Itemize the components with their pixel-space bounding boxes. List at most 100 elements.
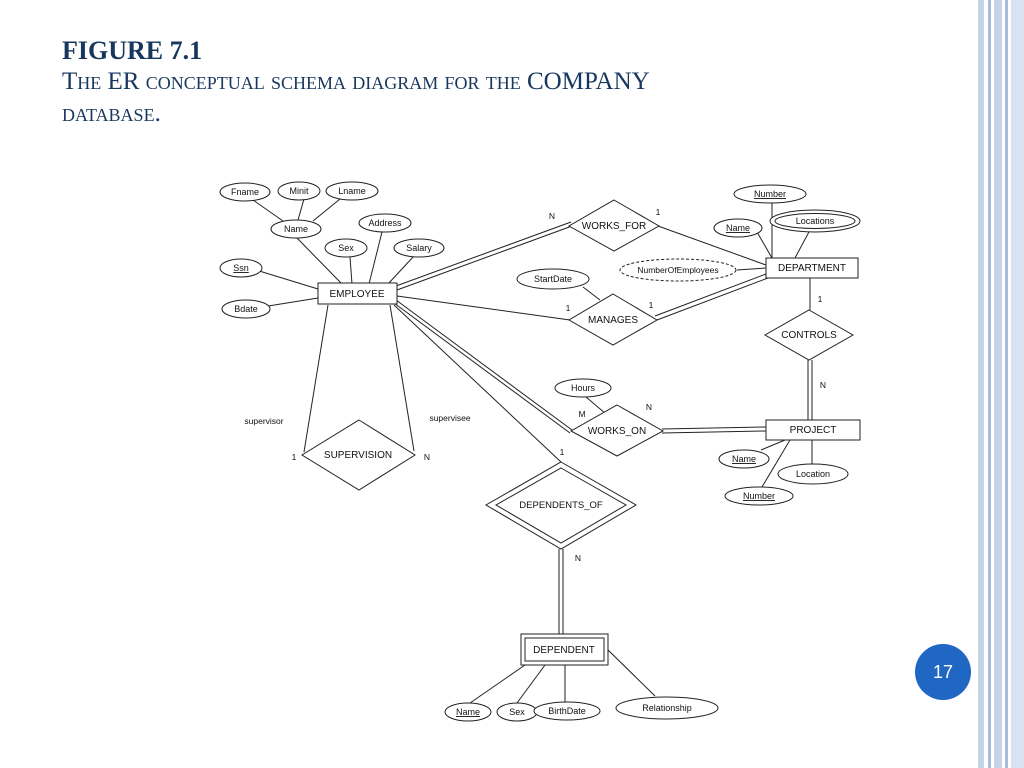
connector-startdate-manages: [582, 286, 601, 301]
page-number-badge: 17: [915, 644, 971, 700]
relationship-works-for-shape: [567, 199, 661, 252]
connector-ssn-employee: [255, 269, 319, 290]
label-name-proj: Name: [732, 454, 756, 464]
label-supervision: SUPERVISION: [324, 450, 392, 461]
label-department: DEPARTMENT: [778, 263, 846, 274]
label-number-proj: Number: [743, 491, 775, 501]
attribute-sex-emp: [324, 238, 368, 258]
connector-works-for-department: [657, 225, 767, 266]
connector-address-employee: [368, 231, 383, 285]
attribute-salary: [393, 238, 445, 258]
connector-number-project: [761, 439, 791, 488]
label-relationship: Relationship: [642, 703, 692, 713]
connector-salary-employee: [387, 255, 415, 285]
right-border-stripe: [978, 0, 984, 768]
label-works-for: WORKS_FOR: [582, 221, 646, 232]
relationship-works-on-shape: [569, 404, 665, 457]
figure-label: FIGURE 7.1: [62, 36, 203, 65]
attribute-lname: [325, 181, 379, 201]
connector-fname-name: [252, 199, 284, 222]
right-border-stripe: [988, 0, 991, 768]
label-salary: Salary: [406, 243, 432, 253]
relationship-dependents-of-inner: [494, 467, 628, 544]
connector-name-department: [756, 231, 773, 259]
attribute-shapes: [219, 181, 861, 722]
caption-line-2: database.: [62, 100, 161, 127]
label-dependents-of: DEPENDENTS_OF: [519, 500, 603, 511]
connector-relationship-dependent: [604, 646, 656, 697]
label-works-on: WORKS_ON: [588, 426, 646, 437]
label-startdate: StartDate: [534, 274, 572, 284]
label-dependent: DEPENDENT: [533, 645, 595, 656]
attribute-minit: [277, 181, 321, 201]
label-location-proj: Location: [796, 469, 830, 479]
connector-manages-department-b: [656, 277, 769, 321]
caption-line-1: The ER conceptual schema diagram for the…: [62, 68, 650, 95]
relationship-shapes: [301, 199, 855, 550]
attribute-birthdate: [533, 701, 601, 721]
label-manages: MANAGES: [588, 315, 638, 326]
role-labels: supervisor supervisee: [244, 413, 470, 426]
attribute-location-proj: [777, 463, 849, 485]
card-manages-emp: 1: [566, 303, 571, 313]
slide-title: FIGURE 7.1 The ER conceptual schema diag…: [62, 36, 650, 130]
attribute-locations-inner: [774, 213, 856, 229]
role-supervisor: supervisor: [244, 416, 283, 426]
right-border-stripe: [1005, 0, 1008, 768]
connector-employee-works-on-a: [395, 299, 573, 431]
figure-caption: The ER conceptual schema diagram for the…: [62, 66, 650, 130]
connector-locations-department: [794, 229, 811, 259]
right-border-stripe: [1011, 0, 1024, 768]
attribute-name-dep: [444, 702, 492, 722]
connector-employee-supervision-left: [303, 304, 329, 453]
attribute-number-proj: [724, 486, 794, 506]
label-name-dept: Name: [726, 223, 750, 233]
attribute-ssn: [219, 258, 263, 278]
attribute-startdate: [516, 268, 590, 290]
connector-name-employee: [296, 237, 343, 285]
card-dependents-of-dep: N: [575, 553, 581, 563]
label-birthdate: BirthDate: [548, 706, 586, 716]
label-sex-emp: Sex: [338, 243, 354, 253]
attribute-name-dept: [713, 218, 763, 238]
label-lname: Lname: [338, 186, 366, 196]
label-numberofemployees: NumberOfEmployees: [637, 265, 718, 275]
connector-works-on-project-a: [661, 426, 767, 430]
entity-labels: EMPLOYEE DEPARTMENT PROJECT DEPENDENT: [329, 263, 846, 656]
card-works-on-emp: M: [578, 409, 585, 419]
relationship-supervision-shape: [301, 419, 416, 491]
relationship-controls-shape: [763, 309, 855, 361]
entity-project-box: [765, 419, 861, 441]
connector-hours-works-on: [585, 396, 607, 415]
attribute-hours: [554, 378, 612, 398]
connector-employee-works-on-b: [393, 302, 571, 434]
card-works-for-emp: N: [549, 211, 555, 221]
label-name-emp: Name: [284, 224, 308, 234]
connector-sex-employee: [349, 256, 353, 285]
connector-manages-department-a: [654, 273, 767, 317]
attribute-name-proj: [718, 449, 770, 469]
label-minit: Minit: [289, 186, 309, 196]
connector-lines: [252, 198, 813, 704]
attribute-address: [358, 213, 412, 233]
connector-employee-dependents-of: [393, 304, 562, 463]
connector-minit-name: [297, 198, 305, 221]
attribute-fname: [219, 182, 271, 202]
connector-name-dependent: [469, 664, 526, 704]
label-fname: Fname: [231, 187, 259, 197]
connector-works-on-project-b: [661, 430, 767, 434]
label-ssn: Ssn: [233, 263, 249, 273]
card-controls-dept: 1: [818, 294, 823, 304]
label-employee: EMPLOYEE: [329, 289, 384, 300]
connector-sex-dependent: [516, 664, 546, 704]
attribute-bdate: [221, 299, 271, 319]
connector-employee-works-for-b: [396, 225, 573, 291]
attribute-labels: Fname Minit Lname Name Address Sex Salar…: [231, 186, 835, 717]
label-sex-dep: Sex: [509, 707, 525, 717]
label-name-dep: Name: [456, 707, 480, 717]
attribute-numberofemployees: [619, 258, 737, 282]
label-number-dept: Number: [754, 189, 786, 199]
attribute-number-dept: [733, 184, 807, 204]
card-controls-proj: N: [820, 380, 826, 390]
